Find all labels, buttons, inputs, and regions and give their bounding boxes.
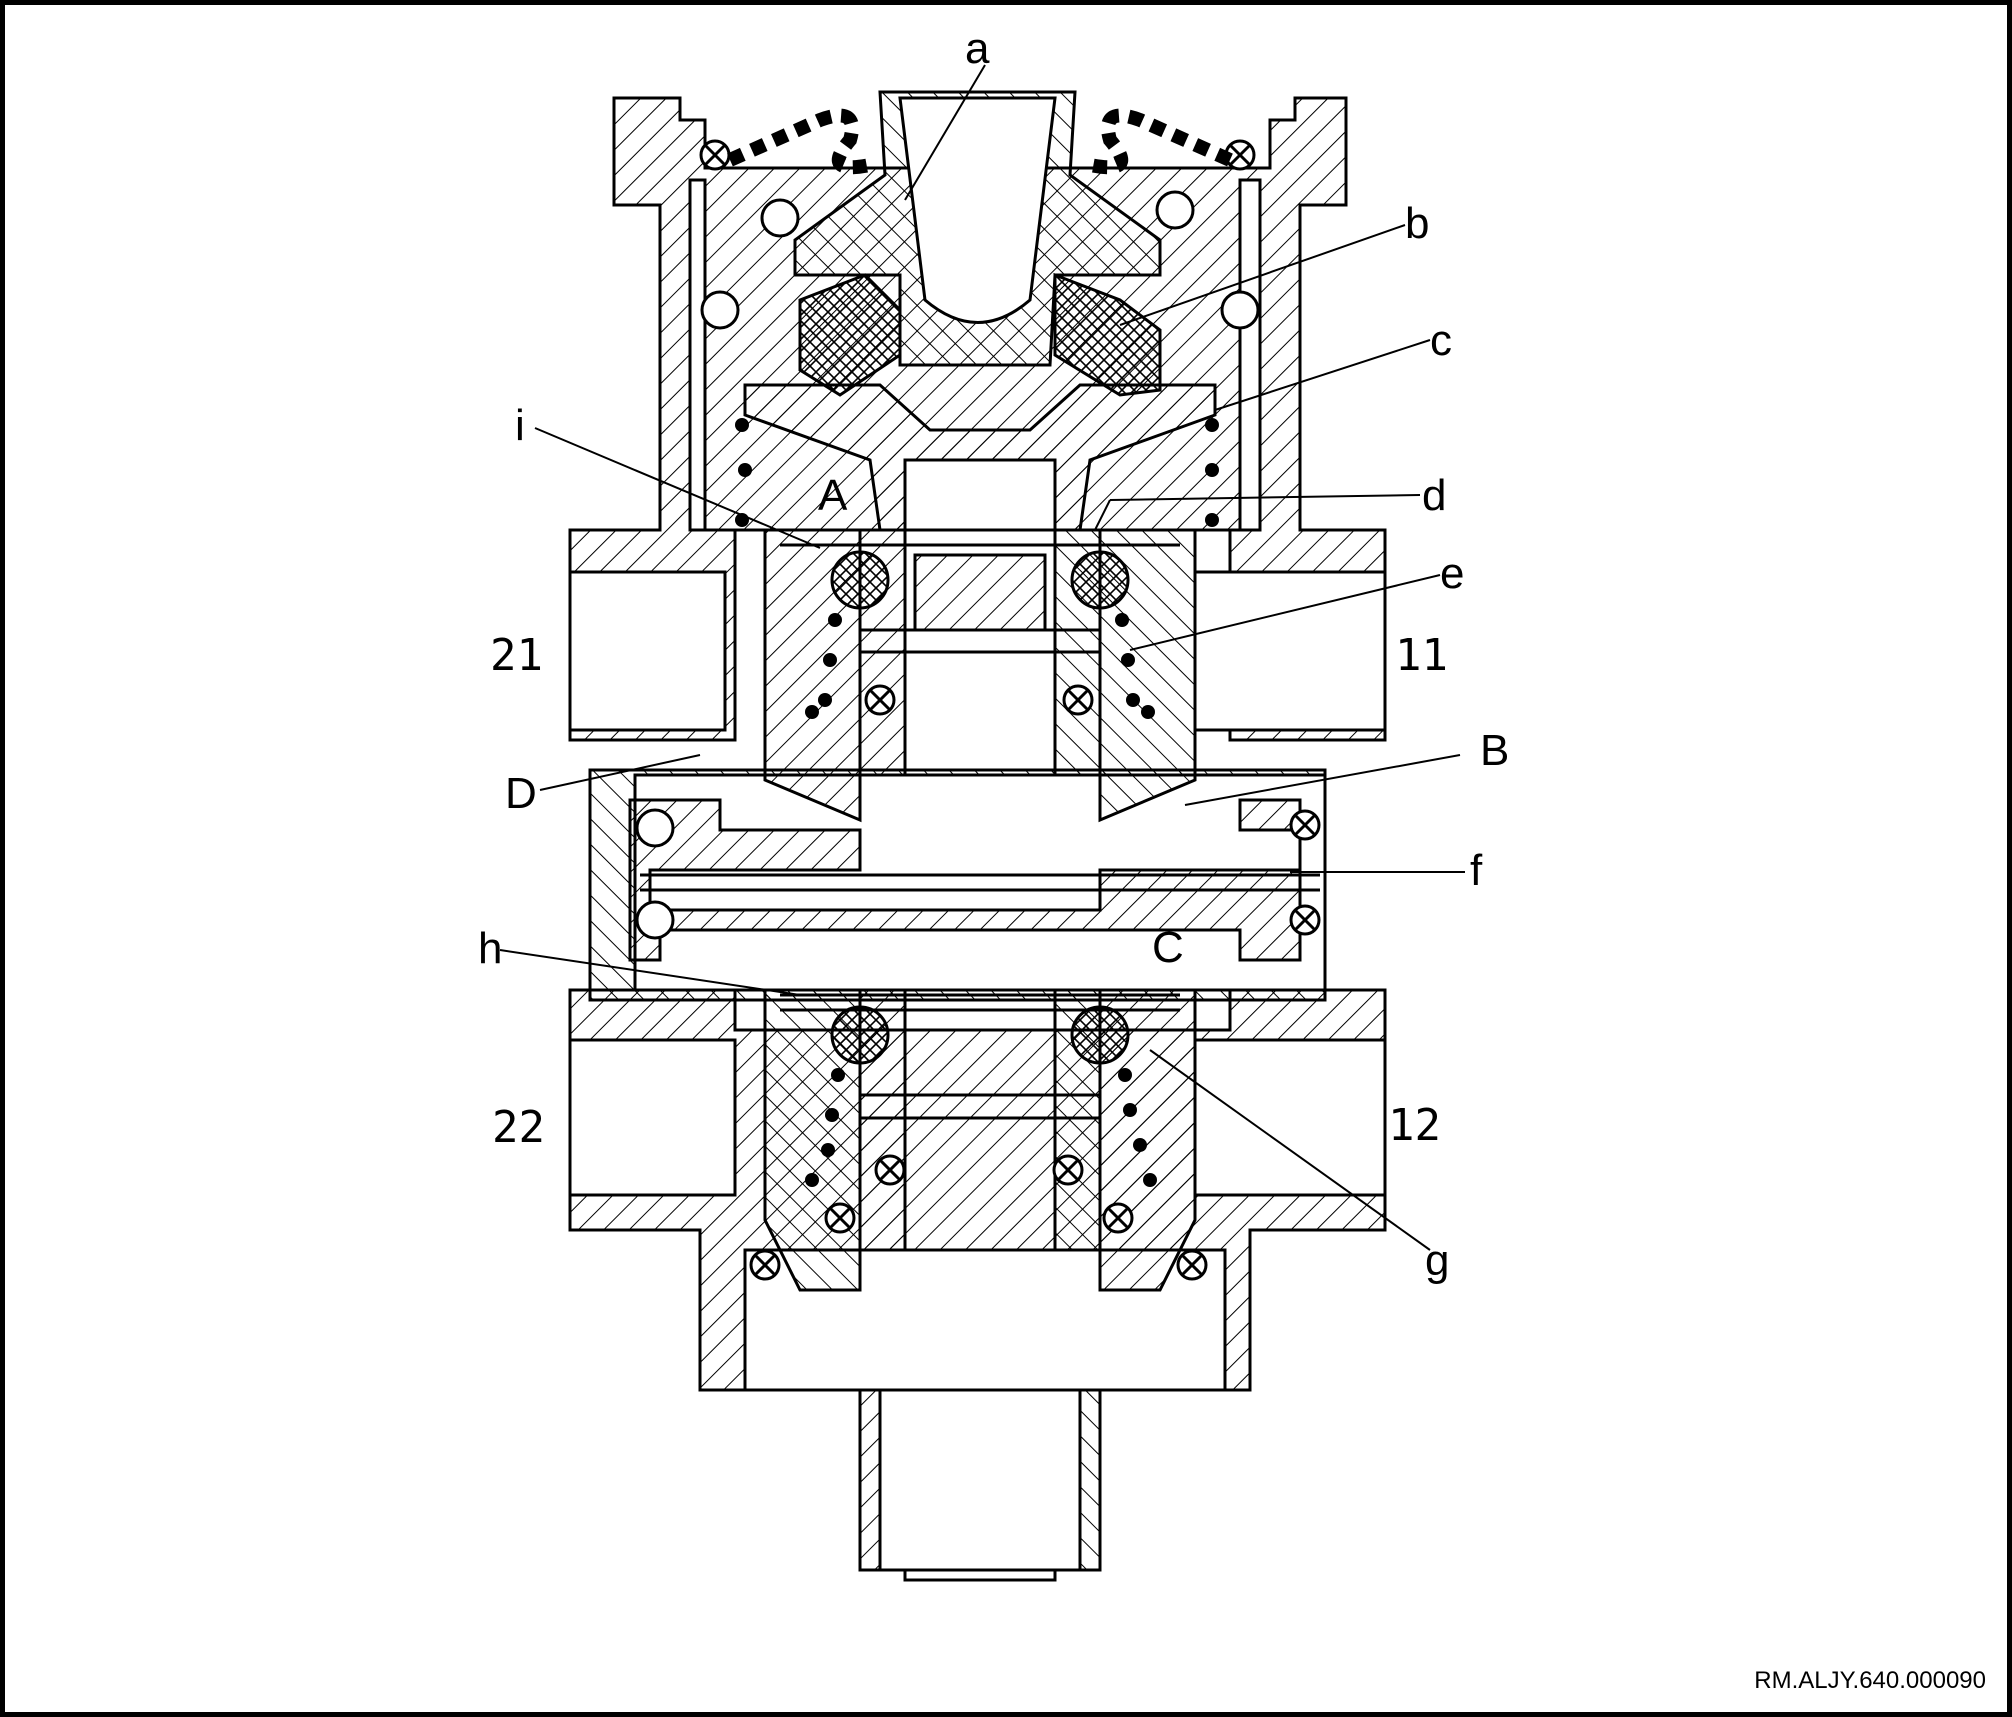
- upper-housing: [568, 96, 1387, 742]
- spring-dots: [735, 418, 1219, 1187]
- label-b: b: [1405, 199, 1429, 248]
- middle-piston: [628, 798, 1302, 962]
- label-a: a: [965, 24, 990, 73]
- label-f: f: [1470, 846, 1483, 895]
- label-D: D: [505, 769, 537, 818]
- dust-boot: [727, 108, 1233, 175]
- label-A: A: [818, 471, 848, 520]
- label-C: C: [1152, 923, 1184, 972]
- seal-o-ring: [699, 139, 1321, 1281]
- label-d: d: [1422, 471, 1446, 520]
- port-21-label: 21: [490, 630, 543, 681]
- label-e: e: [1440, 549, 1464, 598]
- rubber-block-left: [798, 273, 902, 397]
- outlet-tube: [858, 1388, 1102, 1572]
- label-i: i: [515, 401, 525, 450]
- label-g: g: [1425, 1236, 1449, 1285]
- label-c: c: [1430, 316, 1452, 365]
- port-22-label: 22: [492, 1102, 545, 1153]
- port-12-label: 12: [1388, 1100, 1441, 1151]
- label-h: h: [478, 924, 502, 973]
- reference-code: RM.ALJY.640.000090: [1754, 1667, 1986, 1694]
- port-11-label: 11: [1395, 630, 1448, 681]
- label-B: B: [1480, 726, 1509, 775]
